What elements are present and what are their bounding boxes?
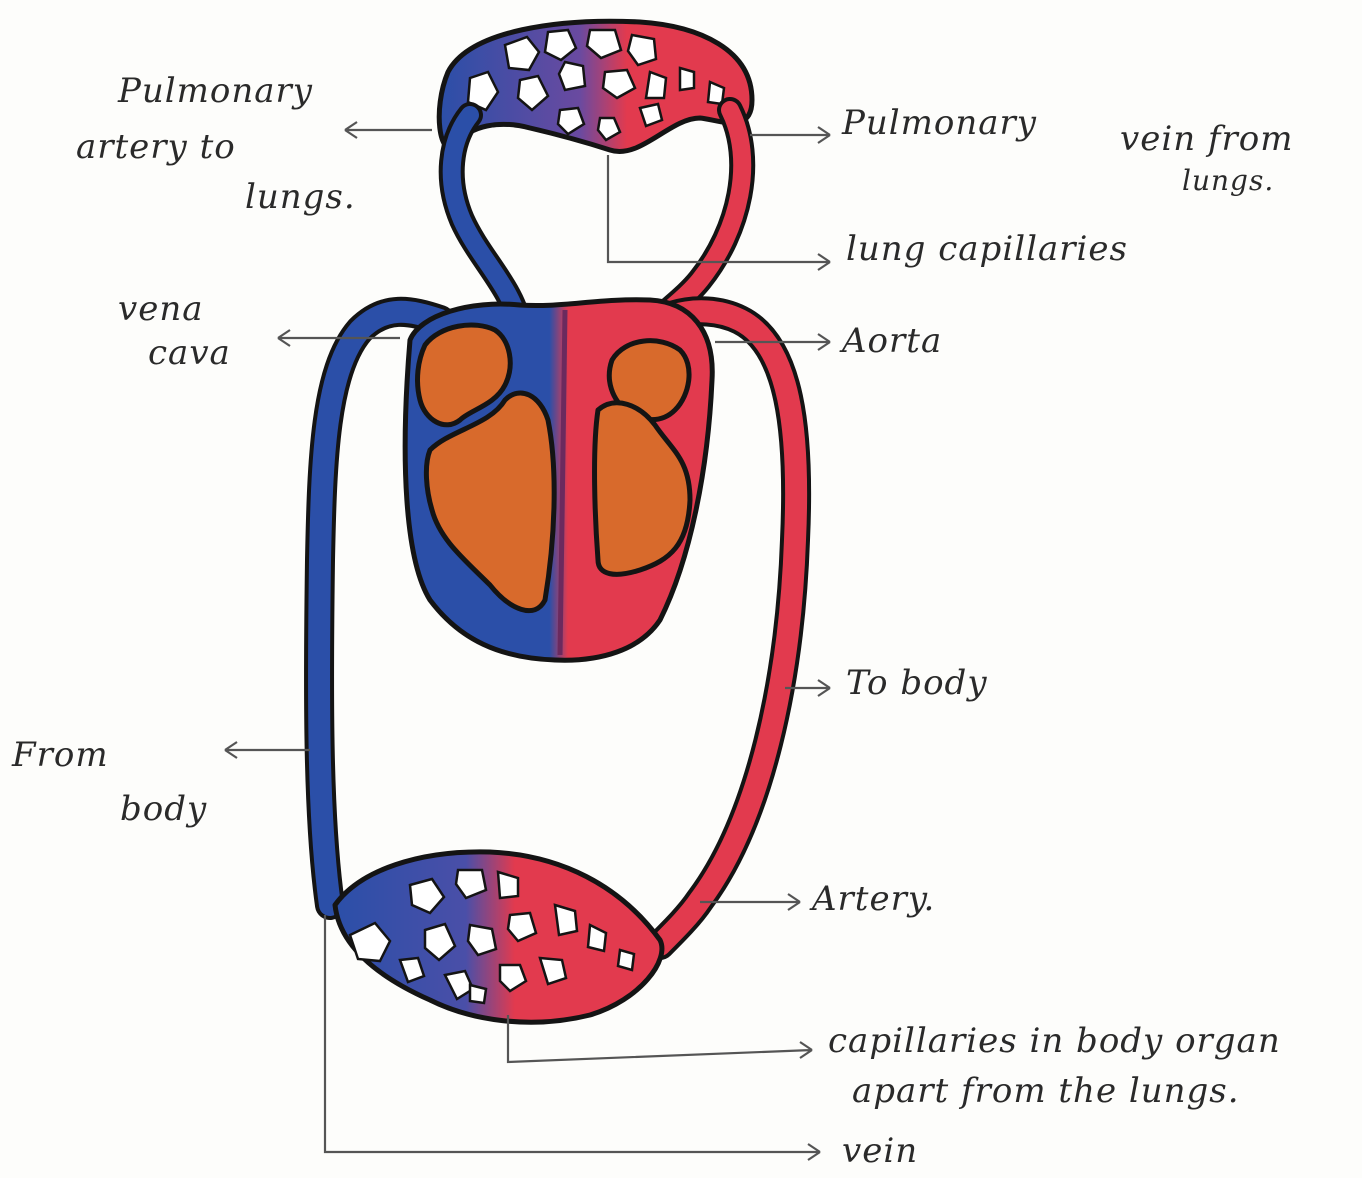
label-vein: vein <box>842 1132 918 1171</box>
label-pulmonary-vein-line3: lungs. <box>1182 165 1274 197</box>
label-pulmonary-artery-line1: Pulmonary <box>118 72 313 111</box>
label-pulmonary-vein-line2: vein from <box>1120 120 1293 159</box>
label-pulmonary-artery-line3: lungs. <box>245 178 356 217</box>
label-pulmonary-vein-line1: Pulmonary <box>842 104 1037 143</box>
body-capillary-bed <box>335 852 662 1022</box>
label-vena-cava-line2: cava <box>148 334 231 373</box>
label-vena-cava-line1: vena <box>118 290 204 329</box>
label-capillaries-line2: apart from the lungs. <box>852 1072 1240 1111</box>
label-capillaries-line1: capillaries in body organ <box>828 1022 1281 1061</box>
heart <box>405 300 712 660</box>
label-from-body-line1: From <box>12 736 109 775</box>
lung-capillary-bed <box>439 21 752 151</box>
label-aorta: Aorta <box>842 322 942 361</box>
label-artery: Artery. <box>812 880 935 919</box>
label-lung-capillaries: lung capillaries <box>846 230 1128 269</box>
label-to-body: To body <box>846 664 988 703</box>
label-pulmonary-artery-line2: artery to <box>76 128 236 167</box>
label-from-body-line2: body <box>120 790 207 829</box>
